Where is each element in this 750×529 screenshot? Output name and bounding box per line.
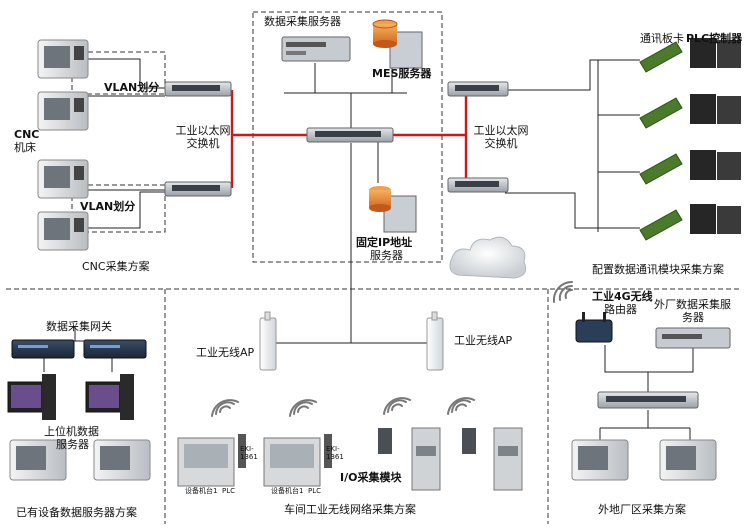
plc-unit-2	[639, 94, 741, 129]
label-vlan-bottom: VLAN划分	[80, 200, 136, 213]
cnc-existing-2	[93, 439, 151, 481]
link-cnc4	[86, 191, 165, 229]
label-cnc-1: CNC	[14, 128, 40, 141]
cnc-machine-1	[37, 39, 89, 79]
machine-station-1	[177, 434, 246, 487]
label-eki-2a: EKI-	[326, 445, 340, 453]
label-gateway: 数据采集网关	[46, 320, 112, 333]
label-remote-server-1: 外厂数据采集服	[654, 298, 731, 311]
label-machine-tag-1: 设备机台1	[185, 487, 218, 495]
switch-right-top	[447, 81, 509, 97]
label-workshop-scheme: 车间工业无线网络采集方案	[284, 503, 416, 516]
cloud-icon	[449, 236, 527, 279]
label-fixed-ip-1: 固定IP地址	[356, 236, 413, 249]
label-switch-right-2: 交换机	[484, 137, 518, 150]
label-remote-scheme: 外地厂区采集方案	[598, 503, 686, 516]
press-machine-2	[462, 427, 523, 491]
backbone	[230, 88, 468, 188]
wireless-ap-right	[426, 311, 444, 371]
label-router-2: 路由器	[604, 303, 637, 316]
label-pc-server-2: 服务器	[56, 438, 89, 451]
plc-unit-4	[639, 204, 741, 241]
label-machine-tag-2: 设备机台1	[271, 487, 304, 495]
server-room-region	[252, 11, 443, 263]
cnc-machine-4	[37, 211, 89, 251]
label-data-server: 数据采集服务器	[264, 15, 341, 28]
cnc-remote-2	[659, 439, 717, 481]
label-eki-2b: 1361	[326, 453, 344, 461]
label-fixed-ip-2: 服务器	[370, 249, 403, 262]
label-ap-left: 工业无线AP	[196, 346, 255, 359]
label-router-1: 工业4G无线	[592, 290, 653, 303]
gateway-1	[11, 339, 75, 359]
wifi-icon	[211, 280, 573, 417]
plc-unit-1	[639, 38, 741, 73]
label-switch-right-1: 工业以太网	[473, 124, 529, 137]
label-plc-tag-1: PLC	[222, 487, 236, 495]
label-plc-tag-2: PLC	[308, 487, 322, 495]
switch-left-bottom	[164, 181, 232, 197]
link-sw-r2	[505, 192, 598, 229]
switch-right-bottom	[447, 177, 509, 193]
pc-server-1	[7, 374, 56, 420]
label-plc-controller: PLC控制器	[686, 32, 743, 45]
cnc-machine-3	[37, 159, 89, 199]
wireless-ap-left	[259, 311, 277, 371]
cnc-remote-1	[571, 439, 629, 481]
data-collection-server	[281, 36, 351, 62]
label-vlan-top: VLAN划分	[104, 81, 160, 94]
label-pc-server-1: 上位机数据	[44, 425, 99, 438]
vlan-group-bottom	[71, 184, 166, 233]
label-config-scheme: 配置数据通讯模块采集方案	[592, 263, 724, 276]
label-comm-card: 通讯板卡	[640, 32, 684, 45]
gateway-2	[83, 339, 147, 359]
press-machine-1	[378, 427, 441, 491]
label-switch-left-1: 工业以太网	[175, 124, 231, 137]
label-existing-scheme: 已有设备数据服务器方案	[16, 506, 137, 519]
label-eki-1a: EKI-	[240, 445, 254, 453]
plc-unit-3	[639, 150, 741, 185]
cnc-machine-2	[37, 91, 89, 131]
label-io-module: I/O采集模块	[340, 471, 402, 484]
label-eki-1b: 1361	[240, 453, 258, 461]
connection-lines	[43, 58, 694, 440]
machine-station-2	[263, 434, 332, 487]
link-sw-r1	[505, 59, 598, 91]
label-mes-server: MES服务器	[372, 67, 432, 80]
link-router-server	[604, 345, 694, 373]
link-cnc1	[86, 58, 165, 89]
pc-server-2	[85, 374, 134, 420]
label-switch-left-2: 交换机	[186, 137, 220, 150]
mes-server	[372, 19, 423, 69]
label-cnc-2: 机床	[14, 141, 36, 154]
remote-data-server	[655, 327, 731, 349]
switch-remote	[597, 391, 699, 409]
switch-core	[306, 127, 394, 143]
switch-left-top	[164, 81, 232, 97]
backbone-right	[392, 88, 468, 185]
fixed-ip-server	[369, 186, 417, 233]
backbone-left	[230, 90, 310, 188]
label-remote-server-2: 务器	[682, 311, 704, 324]
label-ap-right: 工业无线AP	[454, 334, 513, 347]
label-cnc-scheme: CNC采集方案	[82, 260, 150, 273]
router-4g	[575, 312, 613, 343]
cnc-existing-1	[9, 439, 67, 481]
